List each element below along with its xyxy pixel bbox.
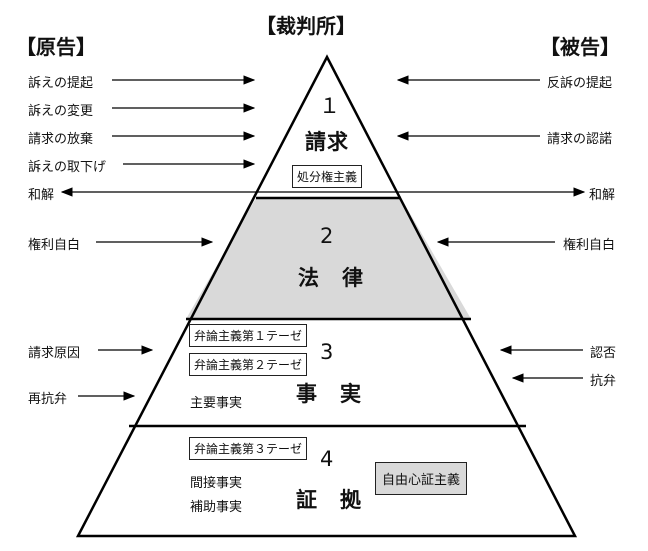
defendant-action-defense: 抗弁 <box>590 374 617 389</box>
level4-number: 4 <box>320 447 334 471</box>
level4-free-evaluation-principle: 自由心証主義 <box>375 462 468 495</box>
pyramid-outline <box>75 54 578 538</box>
defendant-action-admit-deny: 認否 <box>590 346 617 361</box>
defendant-action-counterclaim: 反訴の提起 <box>547 76 613 91</box>
plaintiff-action-file-suit: 訴えの提起 <box>28 76 94 91</box>
level1-tag-disposition-principle: 処分権主義 <box>292 165 363 188</box>
level3-item-main-fact: 主要事実 <box>190 396 243 411</box>
court-header: 【裁判所】 <box>256 14 356 38</box>
defendant-action-settlement: 和解 <box>589 188 616 203</box>
defendant-action-admission-of-right: 権利自白 <box>563 238 616 253</box>
level4-name: 証 拠 <box>296 488 362 512</box>
plaintiff-action-settlement: 和解 <box>28 188 55 203</box>
level3-name: 事 実 <box>296 382 362 406</box>
defendant-header: 【被告】 <box>540 35 620 59</box>
level3-number: 3 <box>320 340 334 364</box>
level3-tag-first-thesis: 弁論主義第１テーゼ <box>189 324 308 347</box>
plaintiff-header: 【原告】 <box>16 35 96 59</box>
level1-number: １ <box>319 94 340 118</box>
plaintiff-action-amend-suit: 訴えの変更 <box>28 104 94 119</box>
plaintiff-action-withdraw-suit: 訴えの取下げ <box>28 160 107 175</box>
plaintiff-action-cause-of-claim: 請求原因 <box>28 346 81 361</box>
level2-name: 法 律 <box>298 266 364 290</box>
level2-number: 2 <box>320 224 334 248</box>
level1-name: 請求 <box>305 130 349 154</box>
level4-tag-third-thesis: 弁論主義第３テーゼ <box>189 437 308 460</box>
defendant-action-acknowledge-claim: 請求の認諾 <box>547 132 613 147</box>
plaintiff-action-waive-claim: 請求の放棄 <box>28 132 94 147</box>
level4-item-auxiliary-fact: 補助事実 <box>190 500 243 515</box>
level4-item-indirect-fact: 間接事実 <box>190 476 243 491</box>
plaintiff-action-rebuttal: 再抗弁 <box>28 392 68 407</box>
plaintiff-action-admission-of-right: 権利自白 <box>28 238 81 253</box>
level3-tag-second-thesis: 弁論主義第２テーゼ <box>189 353 308 376</box>
level2-band <box>186 198 471 319</box>
